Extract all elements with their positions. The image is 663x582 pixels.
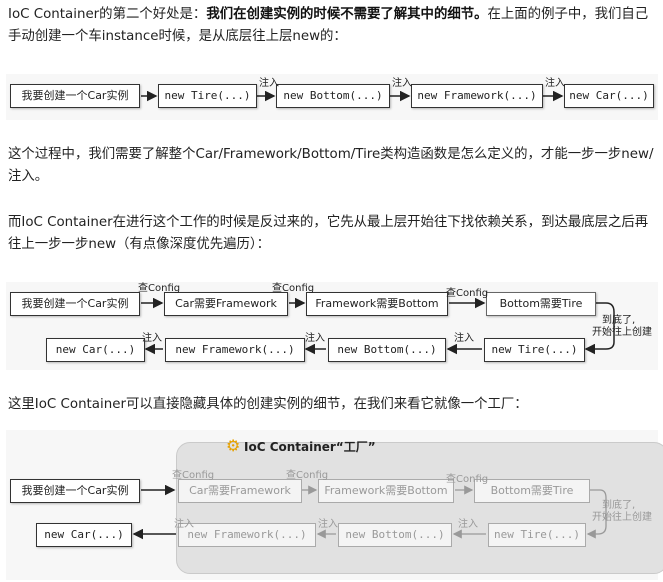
framework-box: new Framework(...) bbox=[411, 84, 543, 108]
intro-paragraph: IoC Container的第二个好处是：我们在创建实例的时候不需要了解其中的细… bbox=[8, 4, 658, 48]
intro-text-continued: 在上面的例子中，我们自己手动创建一个车instance时候，是从底层往上层new… bbox=[8, 7, 649, 44]
factory-paragraph: 这里IoC Container可以直接隐藏具体的创建实例的细节，在我们来看它就像… bbox=[8, 397, 528, 412]
inject-label: 注入 bbox=[454, 333, 474, 344]
bottom-needs-tire-box: Bottom需要Tire bbox=[474, 479, 590, 503]
new-bottom-box: new Bottom(...) bbox=[328, 338, 446, 362]
inject-label: 注入 bbox=[545, 78, 565, 89]
new-bottom-box: new Bottom(...) bbox=[338, 523, 452, 547]
new-tire-box: new Tire(...) bbox=[484, 338, 585, 362]
inject-label: 注入 bbox=[305, 333, 325, 344]
turn-label-line2: 开始往上创建 bbox=[592, 512, 652, 523]
ioc-lookup-arrows bbox=[141, 297, 615, 355]
bottom-box: new Bottom(...) bbox=[276, 84, 390, 108]
gear-icon: ⚙ bbox=[226, 436, 241, 455]
factory-arrows bbox=[132, 484, 607, 540]
intro-text: IoC Container的第二个好处是： bbox=[8, 7, 207, 22]
process-paragraph: 这个过程中，我们需要了解整个Car/Framework/Bottom/Tire类… bbox=[8, 147, 654, 184]
inject-label: 注入 bbox=[392, 78, 412, 89]
check-config-label: 查Config bbox=[446, 474, 489, 485]
check-config-label: 查Config bbox=[172, 470, 215, 481]
manual-new-arrows bbox=[141, 90, 564, 102]
inject-label: 注入 bbox=[174, 519, 194, 530]
ioc-lookup-diagram: 我要创建一个Car实例 Car需要Framework Framework需要Bo… bbox=[6, 282, 658, 370]
inject-label: 注入 bbox=[318, 519, 338, 530]
factory-title: IoC Container“工厂” bbox=[244, 440, 376, 454]
check-config-label: 查Config bbox=[446, 288, 489, 299]
turn-label-line2: 开始往上创建 bbox=[592, 327, 652, 338]
new-tire-box: new Tire(...) bbox=[488, 523, 586, 547]
framework-needs-bottom-box: Framework需要Bottom bbox=[306, 292, 448, 316]
inject-label: 注入 bbox=[259, 78, 279, 89]
check-config-label: 查Config bbox=[138, 283, 181, 294]
intro-bold-text: 我们在创建实例的时候不需要了解其中的细节。 bbox=[206, 7, 488, 22]
car-needs-framework-box: Car需要Framework bbox=[178, 479, 302, 503]
framework-needs-bottom-box: Framework需要Bottom bbox=[318, 479, 454, 503]
start-box: 我要创建一个Car实例 bbox=[10, 84, 140, 108]
check-config-label: 查Config bbox=[272, 283, 315, 294]
new-car-box: new Car(...) bbox=[46, 338, 145, 362]
bottom-needs-tire-box: Bottom需要Tire bbox=[486, 292, 596, 316]
factory-container bbox=[176, 442, 663, 574]
turn-label-line1: 到底了, bbox=[602, 500, 636, 511]
inject-label: 注入 bbox=[458, 519, 478, 530]
inject-label: 注入 bbox=[142, 333, 162, 344]
tire-box: new Tire(...) bbox=[158, 84, 257, 108]
start-box: 我要创建一个Car实例 bbox=[10, 479, 140, 503]
ioc-reverse-paragraph: 而IoC Container在进行这个工作的时候是反过来的，它先从最上层开始往下… bbox=[8, 215, 649, 252]
car-box: new Car(...) bbox=[564, 84, 654, 108]
new-framework-box: new Framework(...) bbox=[165, 338, 305, 362]
new-framework-box: new Framework(...) bbox=[178, 523, 316, 547]
result-car-box: new Car(...) bbox=[36, 523, 132, 547]
check-config-label: 查Config bbox=[286, 470, 329, 481]
ioc-factory-diagram: ⚙ IoC Container“工厂” 我要创建一个Car实例 new Car(… bbox=[6, 430, 663, 580]
car-needs-framework-box: Car需要Framework bbox=[164, 292, 288, 316]
manual-new-diagram: 我要创建一个Car实例 new Tire(...) new Bottom(...… bbox=[6, 74, 658, 120]
start-box: 我要创建一个Car实例 bbox=[10, 292, 140, 316]
turn-label-line1: 到底了, bbox=[602, 315, 636, 326]
